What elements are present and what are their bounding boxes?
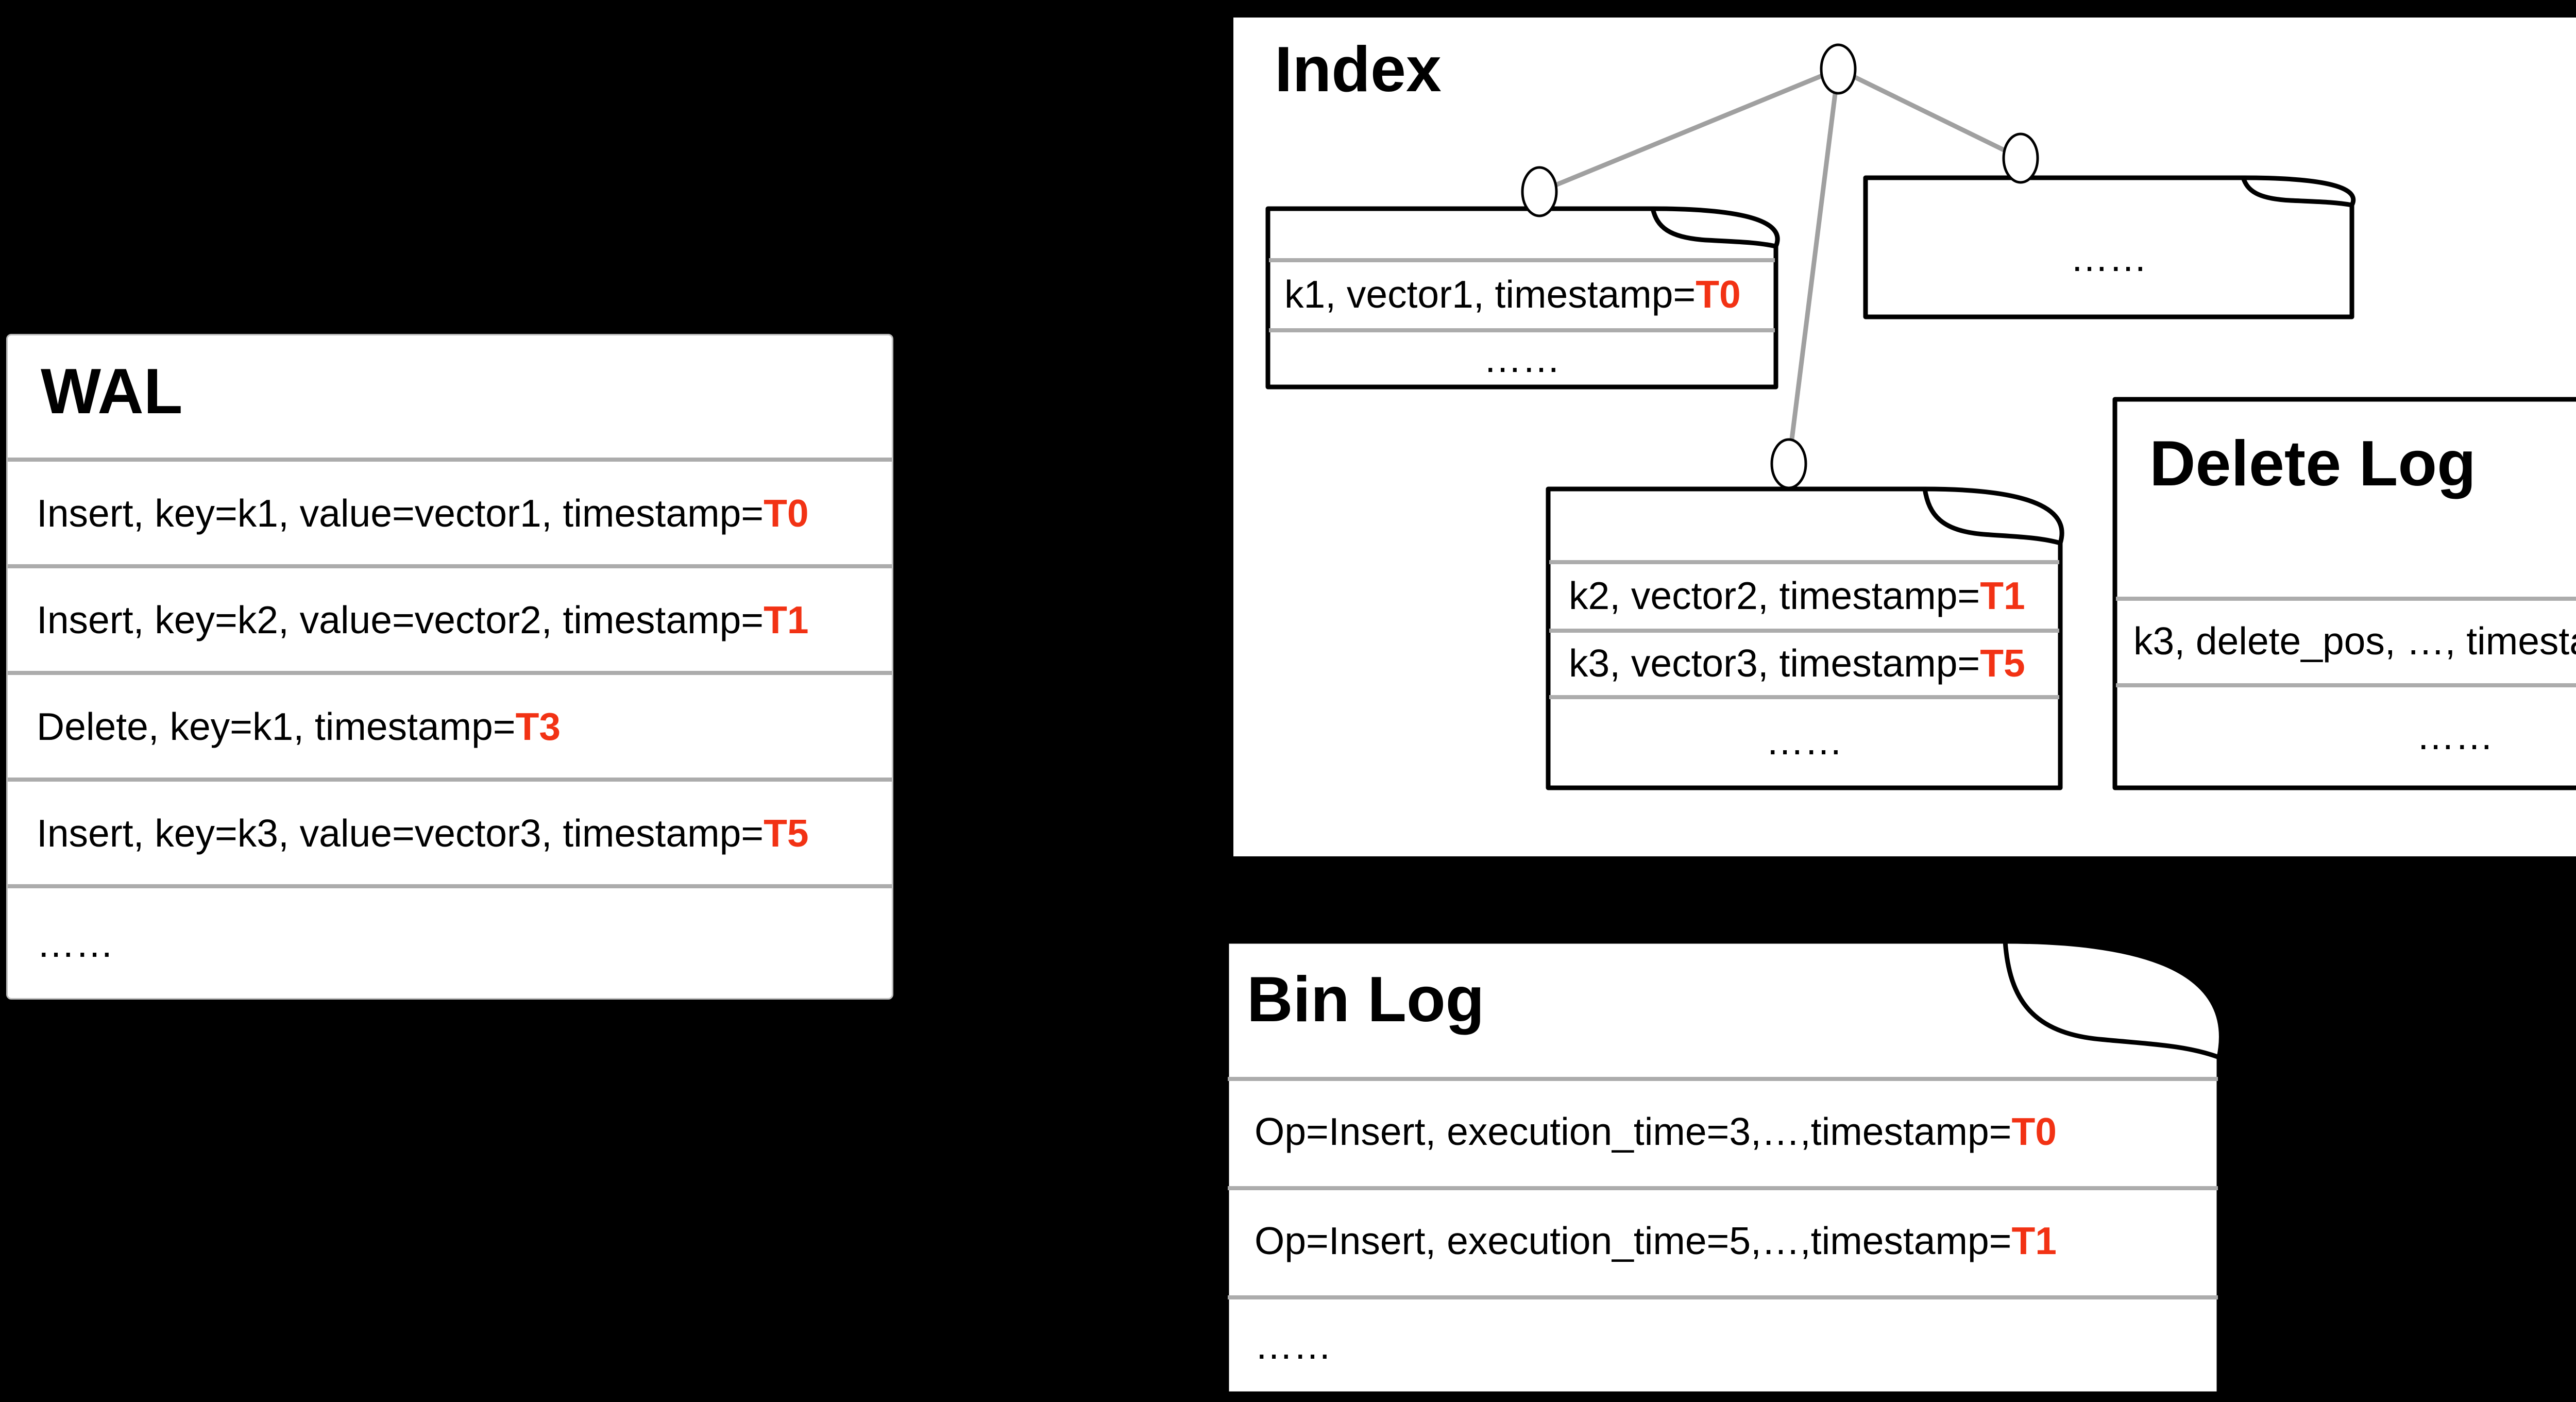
document-outline-icon: [2112, 397, 2576, 790]
segment-row-text: ……: [1766, 719, 1843, 763]
separator: [1228, 1295, 2218, 1299]
segment-row-ellipsis: ……: [1549, 697, 2059, 785]
wal-row-text: Insert, key=k1, value=vector1, timestamp…: [37, 491, 764, 535]
separator: [1549, 629, 2059, 633]
wal-row-text: ……: [37, 921, 114, 965]
wal-row: Insert, key=k1, value=vector1, timestamp…: [8, 458, 892, 564]
segment-row: k3, vector3, timestamp=T5: [1549, 631, 2059, 695]
document-outline-icon: [1265, 206, 1780, 390]
document-outline-icon: [1863, 175, 2355, 319]
bin-log-row-ellipsis: ……: [1228, 1297, 2218, 1393]
segment-row-text: k2, vector2, timestamp=: [1569, 573, 1980, 617]
separator: [1269, 328, 1775, 332]
wal-row-text: Insert, key=k2, value=vector2, timestamp…: [37, 598, 764, 641]
wal-row: Insert, key=k2, value=vector2, timestamp…: [8, 564, 892, 671]
timestamp-value: T0: [2011, 1110, 2057, 1153]
separator: [1549, 695, 2059, 699]
delete-log-row-ellipsis: ……: [2116, 685, 2576, 786]
delete-log-doc: Delete Log k3, delete_pos, …, timestamp=…: [2112, 397, 2576, 790]
timestamp-value: T1: [764, 598, 809, 641]
timestamp-value: T0: [1696, 273, 1741, 316]
more-doc-text: ……: [2070, 236, 2147, 279]
index-title: Index: [1275, 34, 1442, 105]
bin-log-row: Op=Insert, execution_time=5,…,timestamp=…: [1228, 1188, 2218, 1293]
separator: [2116, 683, 2576, 687]
timestamp-value: T3: [515, 704, 561, 748]
segment-row-ellipsis: ……: [1269, 330, 1775, 387]
separator: [1228, 1186, 2218, 1190]
bin-log-doc: Bin Log Op=Insert, execution_time=3,…,ti…: [1224, 939, 2224, 1396]
bin-log-row-text: Op=Insert, execution_time=3,…,timestamp=: [1255, 1110, 2012, 1153]
delete-log-row-text: k3, delete_pos, …, timestamp=: [2133, 619, 2576, 663]
timestamp-value: T1: [2011, 1219, 2057, 1262]
timestamp-value: T1: [1980, 573, 2025, 617]
index-more-doc: ……: [1863, 175, 2355, 319]
wal-panel: WAL Insert, key=k1, value=vector1, times…: [6, 334, 893, 1000]
bin-log-row: Op=Insert, execution_time=3,…,timestamp=…: [1228, 1079, 2218, 1184]
segment-row: k1, vector1, timestamp=T0: [1269, 260, 1775, 328]
wal-row-ellipsis: ……: [8, 884, 892, 998]
timestamp-value: T5: [1980, 641, 2025, 685]
index-segment2-doc: k2, vector2, timestamp=T1 k3, vector3, t…: [1546, 486, 2064, 790]
wal-row-text: Delete, key=k1, timestamp=: [37, 704, 516, 748]
more-doc-ellipsis: ……: [1867, 206, 2351, 309]
segment-row-text: k1, vector1, timestamp=: [1284, 273, 1696, 316]
delete-log-row: k3, delete_pos, …, timestamp=T3: [2116, 599, 2576, 683]
separator: [1549, 560, 2059, 564]
timestamp-value: T5: [764, 811, 809, 855]
segment-row-text: k3, vector3, timestamp=: [1569, 641, 1980, 685]
separator: [1269, 258, 1775, 262]
timestamp-value: T0: [764, 491, 809, 535]
wal-row-text: Insert, key=k3, value=vector3, timestamp…: [37, 811, 764, 855]
delete-log-title: Delete Log: [2149, 428, 2476, 499]
separator: [2116, 597, 2576, 601]
wal-title: WAL: [41, 356, 183, 427]
bin-log-row-text: Op=Insert, execution_time=5,…,timestamp=: [1255, 1219, 2012, 1262]
bin-log-title: Bin Log: [1247, 964, 1485, 1035]
index-segment1-doc: k1, vector1, timestamp=T0 ……: [1265, 206, 1780, 390]
wal-row: Insert, key=k3, value=vector3, timestamp…: [8, 778, 892, 884]
delete-log-row-text: ……: [2416, 714, 2494, 757]
document-outline-icon: [1224, 939, 2224, 1396]
segment-row: k2, vector2, timestamp=T1: [1549, 562, 2059, 629]
wal-row: Delete, key=k1, timestamp=T3: [8, 671, 892, 778]
bin-log-row-text: ……: [1255, 1324, 1332, 1367]
wal-title-band: WAL: [8, 335, 892, 458]
segment-row-text: ……: [1483, 337, 1561, 380]
separator: [1228, 1077, 2218, 1081]
